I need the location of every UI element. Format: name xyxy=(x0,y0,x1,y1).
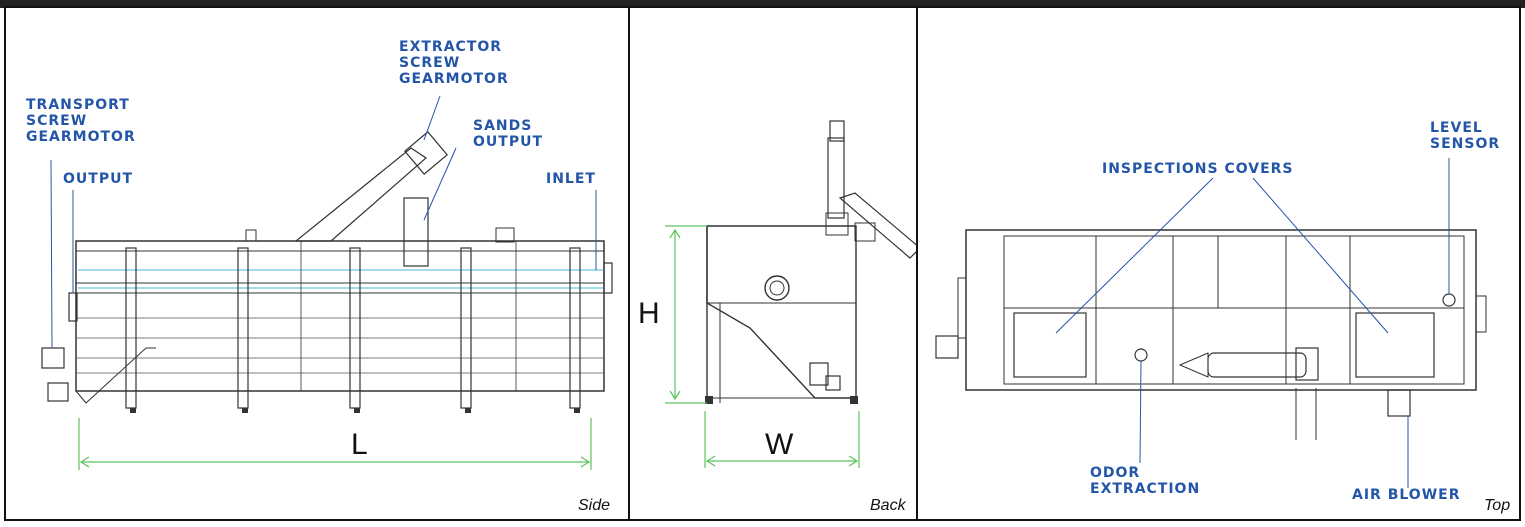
length-dimension-label: L xyxy=(351,428,368,461)
back-view-drawing xyxy=(665,120,916,468)
transport-screw-gearmotor-label: TRANSPORT SCREW GEARMOTOR xyxy=(26,97,136,145)
width-dimension-label: W xyxy=(765,428,794,461)
level-sensor-label: LEVEL SENSOR xyxy=(1430,120,1501,152)
back-view-panel: H W Back xyxy=(628,6,918,521)
output-label: OUTPUT xyxy=(63,171,133,187)
air-blower-label: AIR BLOWER xyxy=(1352,487,1461,503)
side-view-panel: EXTRACTOR SCREW GEARMOTOR TRANSPORT SCRE… xyxy=(4,6,630,521)
odor-extraction-label: ODOR EXTRACTION xyxy=(1090,465,1201,497)
side-view-drawing xyxy=(41,95,613,470)
inlet-label: INLET xyxy=(546,171,596,187)
top-border xyxy=(0,0,1525,8)
top-view-panel: LEVEL SENSOR INSPECTIONS COVERS ODOR EXT… xyxy=(916,6,1521,521)
side-view-caption: Side xyxy=(578,497,611,514)
inspections-covers-label: INSPECTIONS COVERS xyxy=(1102,161,1294,177)
sands-output-label: SANDS OUTPUT xyxy=(473,118,543,150)
extractor-screw-gearmotor-label: EXTRACTOR SCREW GEARMOTOR xyxy=(399,39,509,87)
top-view-caption: Top xyxy=(1484,497,1511,514)
back-view-caption: Back xyxy=(870,497,906,514)
top-view-drawing xyxy=(935,158,1487,488)
height-dimension-label: H xyxy=(638,297,660,330)
